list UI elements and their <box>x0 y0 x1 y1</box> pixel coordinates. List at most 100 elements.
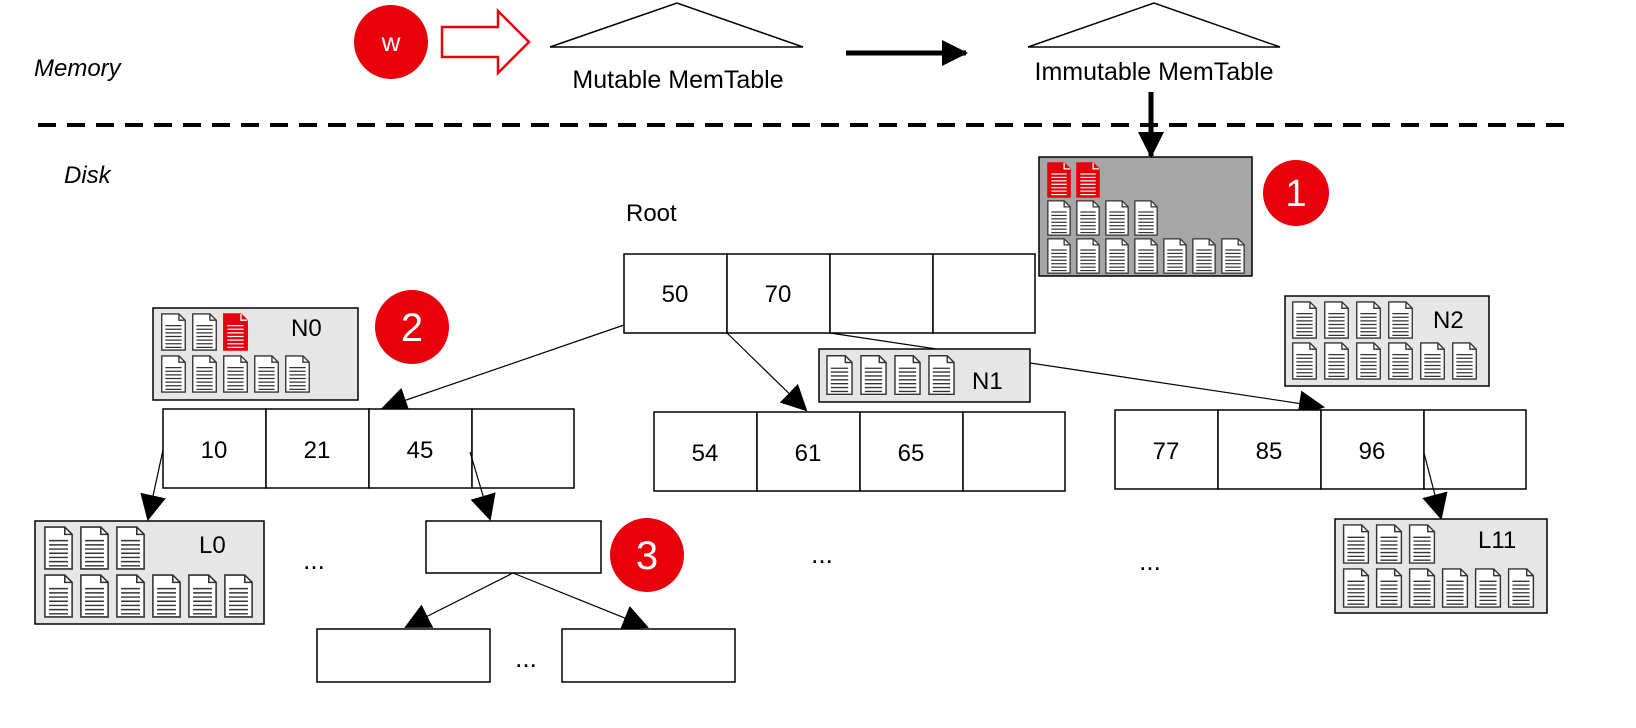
document-file-icon <box>1474 568 1502 608</box>
node-key: 77 <box>1153 438 1180 465</box>
immutable-memtable-triangle <box>1027 2 1281 48</box>
flush-buffer <box>1038 156 1253 277</box>
document-file-icon <box>1388 301 1413 339</box>
buffer-l0-label: L0 <box>199 532 226 559</box>
document-file-icon <box>223 355 248 393</box>
document-file-icon <box>79 574 110 618</box>
document-file-icon <box>115 574 146 618</box>
ellipsis: ... <box>811 539 833 569</box>
document-file-icon <box>43 574 74 618</box>
document-file-icon <box>1324 342 1349 380</box>
document-file-icon <box>1342 524 1370 564</box>
document-file-icon <box>1375 524 1403 564</box>
buffer-l11-label: L11 <box>1478 527 1516 554</box>
edge-root-to-n2 <box>829 332 1325 417</box>
document-file-icon <box>1134 238 1158 274</box>
buffer-n0-label: N0 <box>291 315 322 342</box>
document-file-icon <box>1324 301 1349 339</box>
node-key: 85 <box>1256 438 1283 465</box>
document-file-icon <box>285 355 310 393</box>
buffer-n2-label: N2 <box>1433 307 1464 334</box>
document-file-icon <box>161 313 186 351</box>
document-file-icon <box>894 354 921 396</box>
buffer-l11: L11 <box>1334 518 1548 614</box>
edge-to-subnode <box>469 451 496 521</box>
child-node-2: 77 85 96 <box>1114 409 1527 490</box>
document-file-icon <box>1507 568 1535 608</box>
subtree-leaf-left <box>316 628 491 683</box>
immutable-memtable-label: Immutable MemTable <box>1035 58 1274 86</box>
document-file-icon <box>115 526 146 570</box>
buffer-n0: N0 <box>152 307 359 401</box>
document-file-icon <box>928 354 955 396</box>
document-file-icon <box>1292 301 1317 339</box>
document-file-icon <box>1441 568 1469 608</box>
mutable-memtable-triangle <box>549 2 804 48</box>
subtree-leaf-right <box>561 628 736 683</box>
step-badge-2: 2 <box>375 290 449 364</box>
document-file-icon <box>1356 301 1381 339</box>
step-badge-2-label: 2 <box>401 306 423 350</box>
node-key: 54 <box>692 440 719 467</box>
document-file-icon <box>1076 238 1100 274</box>
root-key: 70 <box>765 281 792 308</box>
write-badge-label: w <box>381 27 401 57</box>
document-file-icon <box>1342 568 1370 608</box>
node-key: 10 <box>201 437 228 464</box>
document-file-icon <box>1452 342 1477 380</box>
document-file-icon <box>187 574 218 618</box>
step-badge-1: 1 <box>1263 160 1329 226</box>
document-file-icon <box>826 354 853 396</box>
document-file-icon <box>192 313 217 351</box>
document-file-icon <box>1375 568 1403 608</box>
step-badge-1-label: 1 <box>1285 173 1306 215</box>
edge-root-to-n1 <box>726 332 808 412</box>
document-file-icon <box>1388 342 1413 380</box>
document-file-icon <box>1221 238 1245 274</box>
document-file-icon <box>1192 238 1216 274</box>
edge-to-l0 <box>140 449 166 521</box>
root-key: 50 <box>662 281 689 308</box>
new-document-file-icon <box>223 313 248 351</box>
ellipsis: ... <box>1139 546 1161 576</box>
edge-subtree-right <box>512 572 649 631</box>
document-file-icon <box>192 355 217 393</box>
new-document-file-icon <box>1047 162 1071 198</box>
child-node-1: 54 61 65 <box>653 411 1066 492</box>
document-file-icon <box>1134 200 1158 236</box>
node-key: 21 <box>304 437 331 464</box>
root-label: Root <box>626 200 677 227</box>
buffer-n1: N1 <box>818 348 1031 403</box>
document-file-icon <box>161 355 186 393</box>
document-file-icon <box>151 574 182 618</box>
edge-root-to-n0 <box>381 324 625 413</box>
node-key: 61 <box>795 440 822 467</box>
document-file-icon <box>1408 568 1436 608</box>
root-node: 50 70 <box>623 253 1036 334</box>
edge-subtree-left <box>404 572 514 628</box>
node-key: 96 <box>1359 438 1386 465</box>
buffer-n1-label: N1 <box>972 368 1003 395</box>
subtree-node <box>425 520 602 574</box>
mutable-memtable-label: Mutable MemTable <box>572 66 783 94</box>
document-file-icon <box>860 354 887 396</box>
node-key: 65 <box>898 440 925 467</box>
buffer-n2: N2 <box>1284 295 1490 387</box>
document-file-icon <box>1408 524 1436 564</box>
step-badge-3-label: 3 <box>636 534 658 578</box>
document-file-icon <box>1420 342 1445 380</box>
ellipsis: ... <box>303 545 325 575</box>
document-file-icon <box>1356 342 1381 380</box>
disk-label: Disk <box>64 162 113 189</box>
step-badge-3: 3 <box>610 518 684 592</box>
write-badge: w <box>354 5 428 79</box>
document-file-icon <box>1105 238 1129 274</box>
document-file-icon <box>1163 238 1187 274</box>
edge-to-l11 <box>1422 452 1448 520</box>
document-file-icon <box>79 526 110 570</box>
document-file-icon <box>1292 342 1317 380</box>
document-file-icon <box>1047 238 1071 274</box>
buffer-l0: L0 <box>34 520 265 625</box>
new-document-file-icon <box>1076 162 1100 198</box>
